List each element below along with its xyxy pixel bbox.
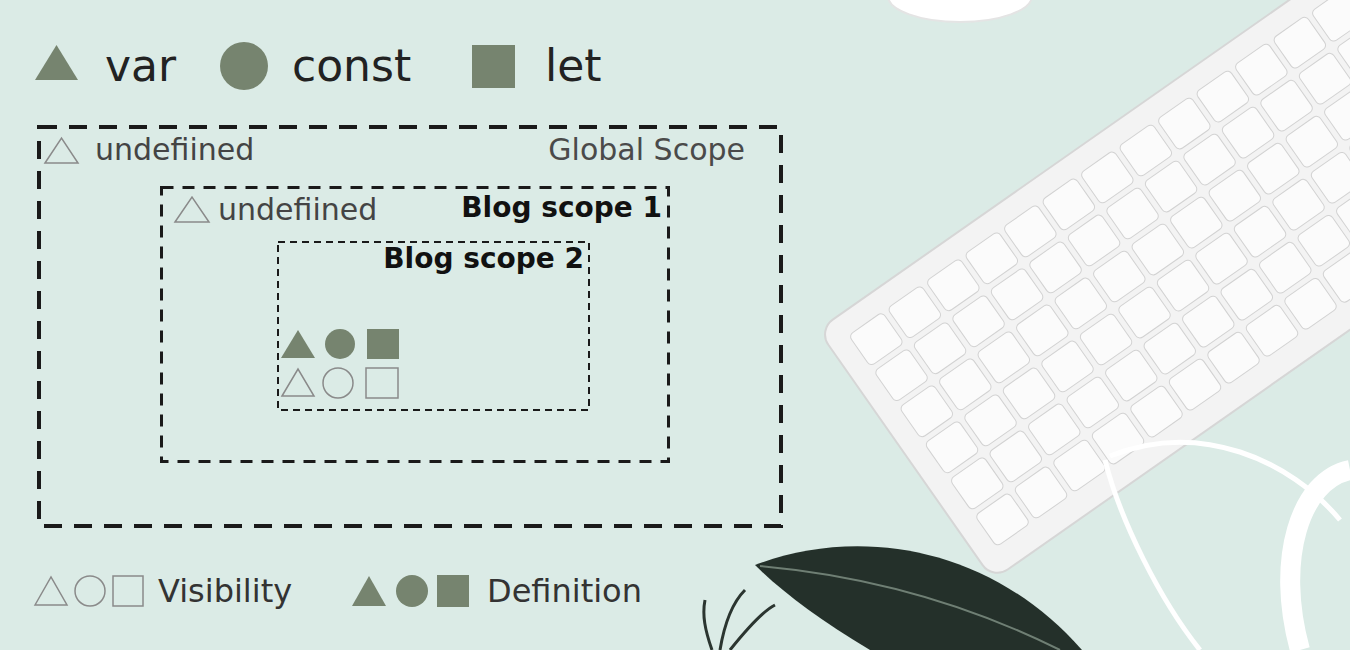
legend-label: Definition xyxy=(487,575,642,607)
let-visibility-symbol xyxy=(366,368,398,398)
visibility-symbol xyxy=(35,577,67,605)
keyboard-key xyxy=(1335,186,1350,241)
legend-label: var xyxy=(105,44,176,88)
const-visibility-symbol xyxy=(323,368,353,398)
cable xyxy=(1105,460,1200,650)
definition-symbol xyxy=(396,575,428,607)
var-symbol xyxy=(35,45,78,80)
scope-label: Global Scope xyxy=(548,133,745,166)
definition-symbol xyxy=(352,576,386,606)
cup xyxy=(888,0,1032,22)
visibility-symbol xyxy=(113,576,143,606)
keyboard-key xyxy=(1336,24,1350,79)
leaf xyxy=(755,546,1082,650)
keyboard-key xyxy=(1323,87,1350,142)
let-symbol xyxy=(472,45,515,88)
dashed-border xyxy=(278,242,589,410)
plant-sprig xyxy=(704,590,775,650)
dashed-border xyxy=(162,188,669,462)
var-symbol xyxy=(281,330,315,358)
scope-box: Blog scope 2 xyxy=(277,241,590,411)
dashed-border xyxy=(37,125,783,528)
var-visibility-symbol xyxy=(175,197,209,222)
keyboard-body xyxy=(818,0,1350,580)
leaf-vein xyxy=(760,566,1060,650)
scope-label: undefiined xyxy=(95,133,254,166)
dashed-border xyxy=(160,186,670,463)
scope-box: undefiined Blog scope 1 Blog scope 2 xyxy=(160,186,670,463)
keyboard-key xyxy=(1309,150,1350,205)
var-visibility-symbol xyxy=(45,138,78,163)
keyboard-key xyxy=(1321,249,1350,304)
keyboard-key xyxy=(1311,0,1350,43)
keyboard xyxy=(818,0,1350,580)
let-symbol xyxy=(367,329,399,359)
legend-label: Visibility xyxy=(158,575,292,607)
scope-title: Blog scope 2 xyxy=(383,244,584,275)
scope-box: undefiinedGlobal ScopeundefiinedBlog sco… xyxy=(37,125,783,528)
const-symbol xyxy=(325,329,355,359)
dashed-border xyxy=(39,127,781,526)
legend-label: const xyxy=(292,44,411,88)
scope-label: undefiined xyxy=(218,193,377,226)
keyboard-key xyxy=(1348,123,1350,178)
visibility-symbol xyxy=(75,576,105,606)
var-visibility-symbol xyxy=(282,369,314,396)
legend-label: let xyxy=(545,44,602,88)
const-symbol xyxy=(220,42,268,90)
keyboard-key xyxy=(1349,0,1350,16)
definition-symbol xyxy=(437,575,469,607)
scope-title: Blog scope 1 xyxy=(461,193,662,224)
headphones xyxy=(1290,470,1350,650)
